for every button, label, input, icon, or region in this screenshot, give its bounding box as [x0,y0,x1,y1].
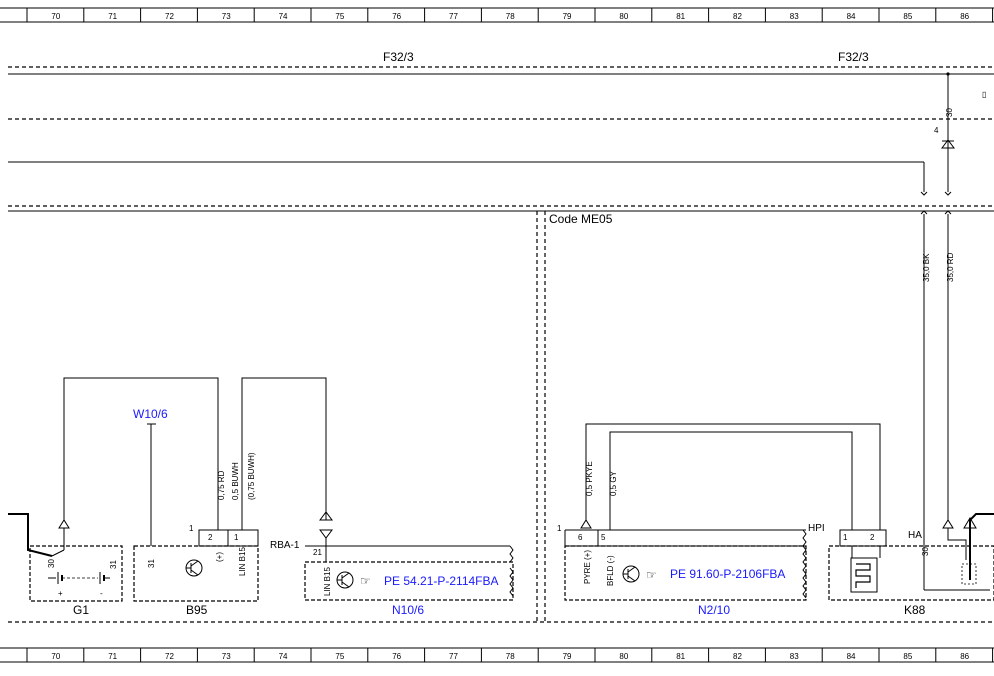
bottom-ruler: 70 71 72 73 74 75 76 77 78 79 80 81 82 83 84 85 86 [0,647,994,663]
ruler-label: 86 [960,652,969,661]
ruler-label: 73 [222,652,231,661]
ruler-label: 85 [903,652,912,661]
ruler-label: 71 [108,652,117,661]
ruler-label: 74 [279,12,288,21]
ruler-label: 84 [847,12,856,21]
pin-30-top: 30 [945,108,954,117]
offpage-marker: ▯ [982,90,986,99]
fuse-label-left: F32/3 [383,50,414,64]
wire-label-pkye: 0,5 PKYE [585,461,594,496]
n10-6-label: N10/6 [392,603,424,617]
ruler-label: 72 [165,12,174,21]
b95-plus-pin: (+) [215,552,224,562]
pin-1-k88: 1 [843,533,848,542]
wire-label-bk-35: 35,0 BK [922,253,931,282]
pin-30-k88: 30 [921,547,930,556]
transistor-icon-n2 [622,565,640,583]
rba-label: RBA-1 [270,540,300,551]
ruler-label: 74 [279,652,288,661]
ha-label: HA [908,530,922,541]
g1-plus: + [58,589,63,598]
ruler-label: 77 [449,652,458,661]
b95-lin-pin: LIN B15 [238,547,247,576]
ruler-label: 76 [392,652,401,661]
pin-6: 6 [578,533,583,542]
g1-minus: - [100,589,103,598]
pin-31-g1: 31 [109,560,118,569]
ruler-label: 70 [51,12,60,21]
ruler-label: 71 [108,12,117,21]
ruler-label: 81 [676,12,685,21]
ruler-label: 83 [790,12,799,21]
n2-ref-link[interactable]: PE 91.60-P-2106FBA [670,567,785,581]
n10-ref-link[interactable]: PE 54.21-P-2114FBA [384,574,499,588]
pointer-hand-icon-n10: ☞ [360,574,371,588]
ruler-label: 82 [733,12,742,21]
code-label: Code ME05 [549,212,613,226]
ruler-label: 78 [506,652,515,661]
transistor-icon-n10 [336,571,354,589]
ruler-label: 85 [903,12,912,21]
top-ruler: 70 71 72 73 74 75 76 77 78 79 80 81 82 83 84 85 86 [0,7,994,23]
pin-pyre: PYRE (+) [583,550,592,584]
ruler-label: 81 [676,652,685,661]
pin-1-b95: 1 [189,524,194,533]
pin-1b-b95: 1 [234,533,239,542]
pin-1-n2: 1 [557,524,562,533]
ruler-label: 80 [619,652,628,661]
pin-4: 4 [934,126,939,135]
ruler-label: 78 [506,12,515,21]
ruler-label: 84 [847,652,856,661]
pointer-hand-icon-n2: ☞ [646,568,657,582]
ruler-label: 72 [165,652,174,661]
ruler-label: 73 [222,12,231,21]
n2-10-label: N2/10 [698,603,730,617]
hpi-label: HPI [808,523,825,534]
pin-2-k88: 2 [870,533,875,542]
pin-21: 21 [313,548,322,557]
ruler-label: 80 [619,12,628,21]
pin-2-b95: 2 [208,533,213,542]
k88-label: K88 [904,603,926,617]
ruler-label: 86 [960,12,969,21]
n10-lin-pin: LIN B15 [323,567,332,596]
fuse-label-right: F32/3 [838,50,869,64]
ruler-label: 75 [335,12,344,21]
ruler-label: 76 [392,12,401,21]
wire-label-buwh: 0,5 BUWH [231,462,240,500]
pin-30-g1: 30 [47,559,56,568]
wire-label-rd: 0,75 RD [217,470,226,500]
ruler-label: 70 [51,652,60,661]
wire-label-buwh-alt: (0,75 BUWH) [247,452,256,500]
pin-31-b95: 31 [147,559,156,568]
pin-bfld: BFLD (-) [606,555,615,586]
ruler-label: 75 [335,652,344,661]
ruler-label: 79 [563,12,572,21]
wire-label-gy: 0,5 GY [609,470,618,496]
ruler-label: 83 [790,652,799,661]
wire-label-rd-35: 35,0 RD [946,252,955,282]
w10-6-label: W10/6 [133,407,168,421]
ruler-label: 82 [733,652,742,661]
transistor-icon [185,559,203,577]
ruler-label: 79 [563,652,572,661]
b95-label: B95 [186,603,208,617]
g1-label: G1 [73,603,89,617]
pin-5: 5 [601,533,606,542]
ruler-label: 77 [449,12,458,21]
